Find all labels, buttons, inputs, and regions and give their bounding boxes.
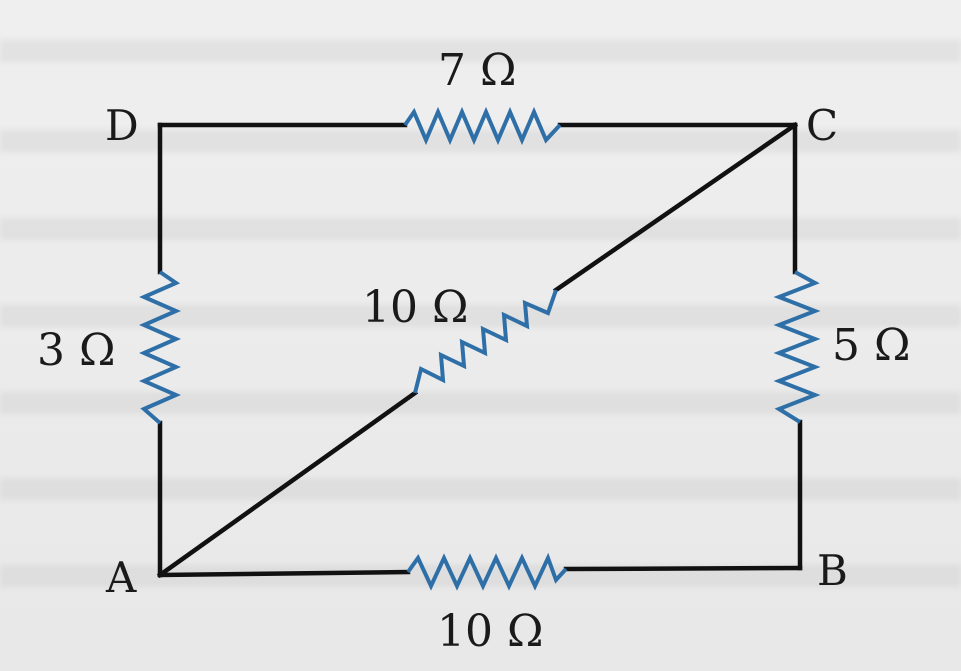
resistor-10ohm-diagonal (413, 289, 558, 394)
wire-10ohm-bottom-to-b (563, 565, 803, 572)
resistor-7ohm (403, 106, 562, 146)
label-3ohm: 3 Ω (37, 325, 115, 376)
node-label-a: A (105, 553, 137, 602)
label-10ohm-diagonal: 10 Ω (362, 282, 468, 333)
node-label-d: D (105, 101, 139, 150)
node-label-c: C (806, 101, 838, 150)
label-10ohm-bottom: 10 Ω (437, 606, 543, 657)
resistor-10ohm-bottom (406, 552, 568, 591)
background-band (0, 218, 961, 240)
node-label-b: B (817, 546, 848, 595)
wire-10ohm-diagonal-to-c (552, 121, 799, 294)
background-band (0, 40, 961, 62)
wire-a-to-10ohm-diagonal (156, 389, 419, 579)
wire-a-to-10ohm-bottom (157, 569, 411, 578)
background-band (0, 478, 961, 500)
label-7ohm: 7 Ω (438, 45, 516, 96)
resistor-3ohm (139, 270, 181, 425)
background-band (0, 305, 961, 327)
resistor-5ohm (773, 270, 821, 424)
label-5ohm: 5 Ω (832, 320, 910, 371)
background-band (0, 392, 961, 414)
background-band (0, 130, 961, 152)
